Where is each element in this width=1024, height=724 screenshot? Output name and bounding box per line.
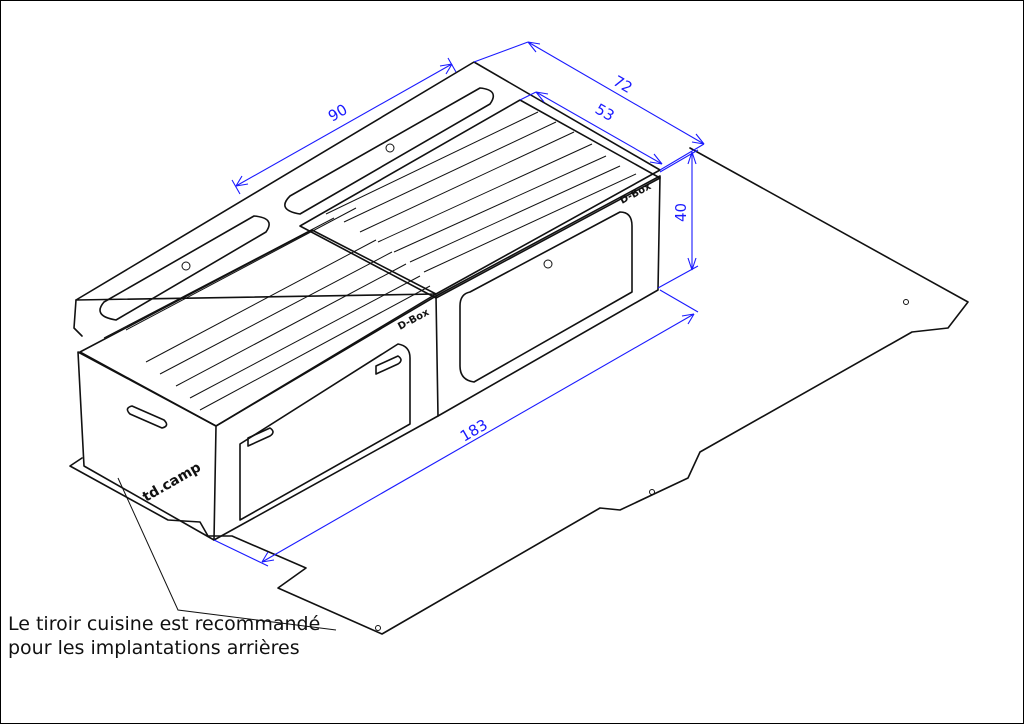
side-handle bbox=[375, 355, 402, 375]
side-brand-label: D-Box bbox=[396, 307, 431, 333]
dimension-label-53: 53 bbox=[592, 100, 618, 125]
floor-hole bbox=[649, 489, 655, 495]
top-knob bbox=[385, 143, 395, 153]
floor-hole bbox=[375, 625, 381, 631]
left-box-side bbox=[213, 295, 439, 541]
floor-plate bbox=[69, 147, 969, 635]
dimension-40: 40 bbox=[657, 149, 699, 289]
dimension-label-90: 90 bbox=[325, 100, 351, 125]
top-handle-slot bbox=[99, 215, 270, 321]
annotation-text: Le tiroir cuisine est recommandé pour le… bbox=[8, 612, 320, 660]
front-handle bbox=[126, 405, 168, 429]
side-handle bbox=[247, 427, 274, 447]
annotation-line-1: Le tiroir cuisine est recommandé bbox=[8, 613, 321, 635]
left-module-slats bbox=[79, 207, 437, 427]
bench-back-edge bbox=[73, 299, 83, 337]
top-handle-slot bbox=[284, 87, 495, 215]
annotation-leader bbox=[117, 477, 337, 631]
dimension-183: 183 bbox=[213, 289, 699, 567]
right-box-side bbox=[435, 175, 661, 417]
side-brand-label: D-Box bbox=[618, 181, 653, 207]
left-box-front bbox=[77, 351, 217, 541]
door-knob bbox=[543, 259, 553, 269]
left-box-door bbox=[239, 343, 411, 521]
front-brand-label: td.camp bbox=[140, 459, 204, 505]
dimension-53: 53 bbox=[519, 91, 663, 165]
right-box-door bbox=[459, 211, 633, 383]
dimension-label-72: 72 bbox=[610, 72, 636, 97]
dimension-90: 90 bbox=[231, 57, 457, 195]
top-knob bbox=[181, 261, 191, 271]
floor-hole bbox=[903, 299, 909, 305]
dimension-label-40: 40 bbox=[672, 203, 690, 222]
annotation-line-2: pour les implantations arrières bbox=[8, 637, 300, 659]
